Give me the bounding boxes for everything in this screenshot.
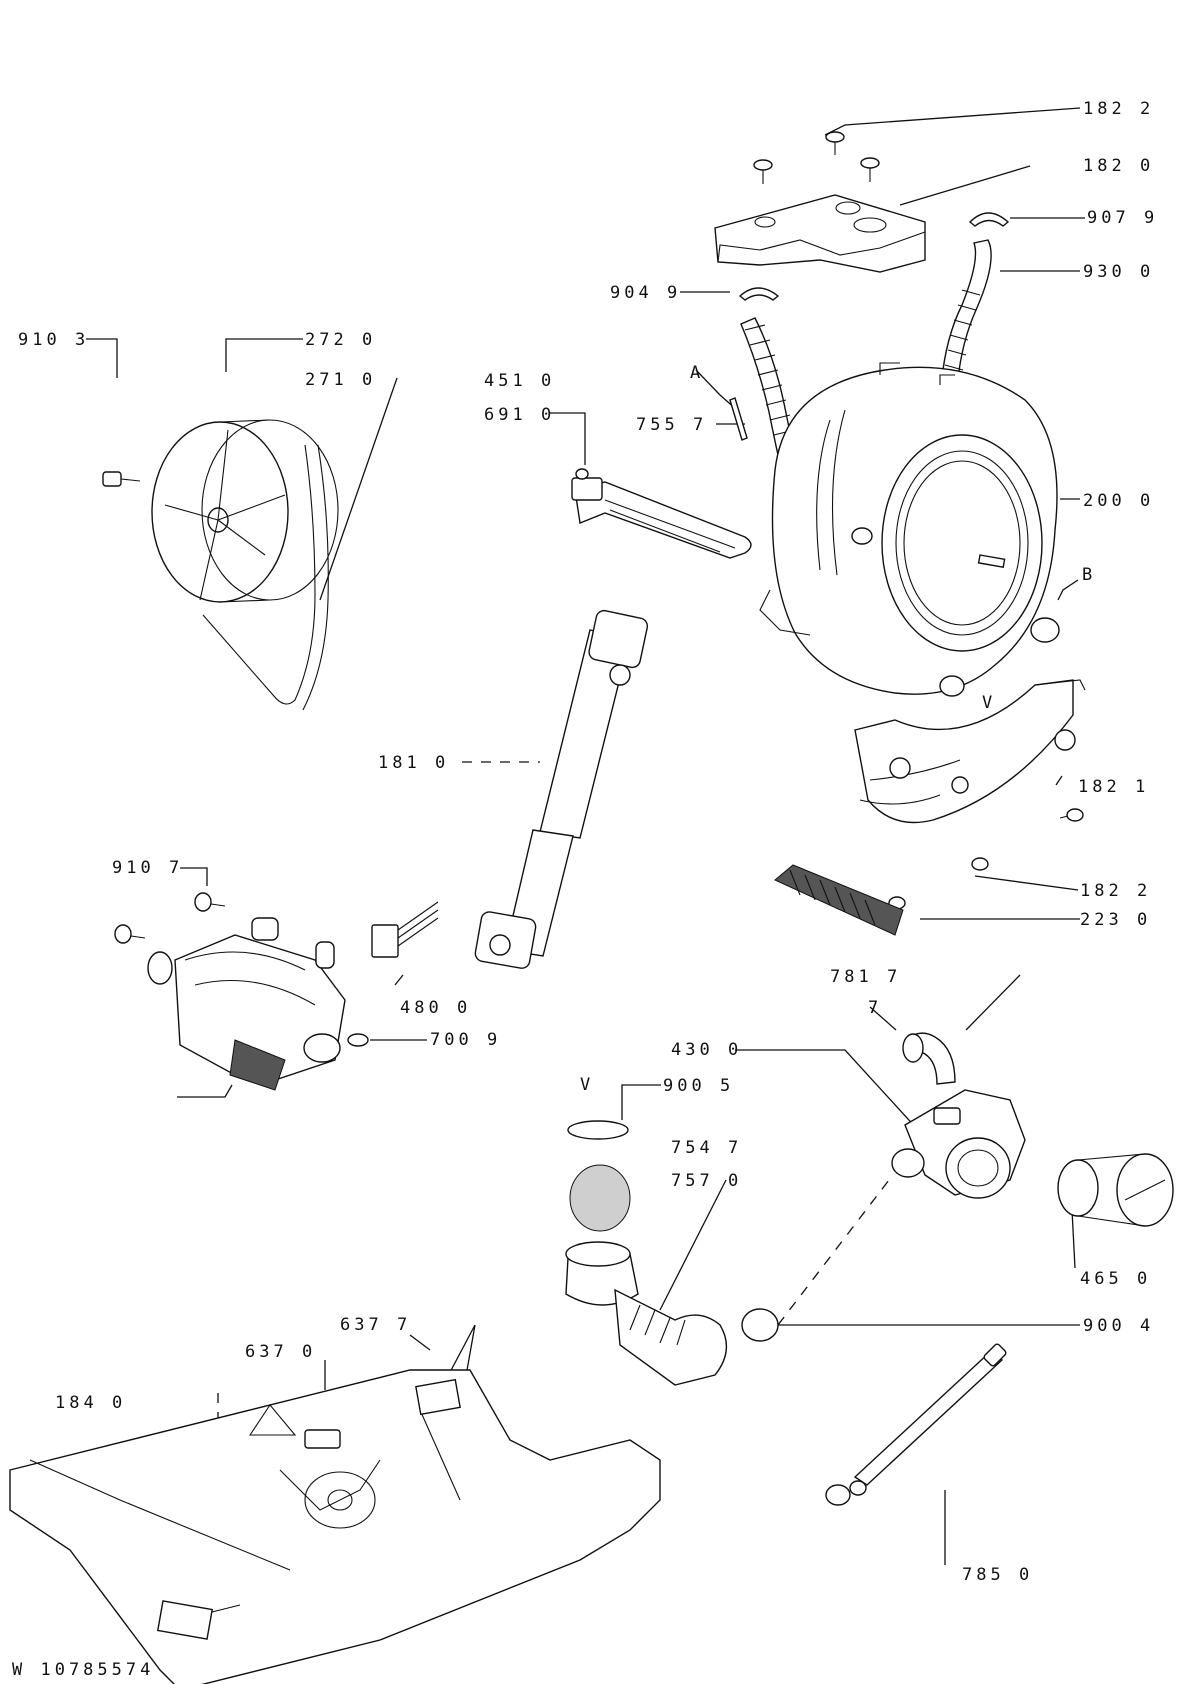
tub-assembly-200-0 — [759, 362, 1060, 697]
label-900-4: 900 4 — [1083, 1316, 1154, 1336]
sensor-755-7 — [729, 397, 748, 441]
leader-lines — [86, 107, 1085, 1565]
label-700-9: 700 9 — [430, 1030, 501, 1050]
label-755-7: 755 7 — [636, 415, 707, 435]
label-480-0: 480 0 — [400, 998, 471, 1018]
label-781-7: 781 7 — [830, 967, 901, 987]
label-930-0: 930 0 — [1083, 262, 1154, 282]
label-637-7: 637 7 — [340, 1315, 411, 1335]
label-691-0: 691 0 — [484, 405, 555, 425]
label-430-0: 430 0 — [671, 1040, 742, 1060]
label-904-9: 904 9 — [610, 283, 681, 303]
hose-clamp-icon-904-9 — [738, 287, 780, 301]
inlet-hose-785-0 — [825, 1343, 1007, 1506]
label-182-2-mid: 182 2 — [1080, 881, 1151, 901]
ball-valve — [569, 1164, 631, 1232]
label-271-0: 271 0 — [305, 370, 376, 390]
label-b: B — [1082, 565, 1096, 585]
label-272-0: 272 0 — [305, 330, 376, 350]
shock-absorber-181-0 — [474, 609, 649, 969]
label-182-0: 182 0 — [1083, 156, 1154, 176]
label-v-mid: V — [580, 1075, 594, 1095]
label-181-0: 181 0 — [378, 753, 449, 773]
label-900-5: 900 5 — [663, 1076, 734, 1096]
part-labels: 182 2 182 0 907 9 930 0 904 9 910 3 272 … — [12, 99, 1158, 1680]
washer-icon-700-9 — [347, 1033, 369, 1047]
label-7: 7 — [868, 998, 882, 1018]
anti-vibration-pads-223-0 — [774, 864, 904, 936]
clamp-icon-900-4 — [741, 1308, 779, 1342]
bolt-icon-910-7 — [114, 892, 226, 944]
brush-480-0 — [371, 901, 439, 958]
label-637-0: 637 0 — [245, 1342, 316, 1362]
belt-271-0 — [202, 444, 329, 711]
label-907-9: 907 9 — [1087, 208, 1158, 228]
base-184-0 — [9, 1369, 661, 1684]
pulley-272-0 — [151, 419, 339, 603]
filter-465-0 — [1057, 1153, 1174, 1227]
label-a: A — [690, 363, 704, 383]
label-754-7: 754 7 — [671, 1138, 742, 1158]
clamp-icon-900-5 — [567, 1120, 629, 1140]
screw-icon-182-2-top — [753, 131, 880, 184]
counterweight-top-182-0 — [714, 194, 926, 273]
motor-400-0 — [147, 917, 346, 1091]
label-182-1: 182 1 — [1078, 777, 1149, 797]
heater-691-0 — [571, 468, 752, 559]
label-910-3: 910 3 — [18, 330, 89, 350]
pump-430-0 — [891, 1089, 1026, 1199]
counterweight-bottom-182-1 — [854, 679, 1086, 824]
hose-clamp-icon-907-9 — [968, 212, 1010, 227]
clip-637-0 — [304, 1429, 341, 1449]
label-182-2-top: 182 2 — [1083, 99, 1154, 119]
label-451-0: 451 0 — [484, 371, 555, 391]
screw-icon-182-2-mid — [888, 857, 989, 910]
screw-icon-182-1 — [1059, 808, 1084, 822]
bolt-icon-910-3 — [102, 471, 141, 487]
label-200-0: 200 0 — [1083, 491, 1154, 511]
label-757-0: 757 0 — [671, 1171, 742, 1191]
label-910-7: 910 7 — [112, 858, 183, 878]
label-v-top: V — [982, 693, 996, 713]
label-184-0: 184 0 — [55, 1393, 126, 1413]
label-785-0: 785 0 — [962, 1565, 1033, 1585]
label-223-0: 223 0 — [1080, 910, 1151, 930]
hose-elbow-781-7 — [902, 1032, 956, 1085]
footer-code: W 10785574 — [12, 1660, 154, 1680]
sump-hose-754-7 — [565, 1241, 728, 1386]
label-465-0: 465 0 — [1080, 1269, 1151, 1289]
